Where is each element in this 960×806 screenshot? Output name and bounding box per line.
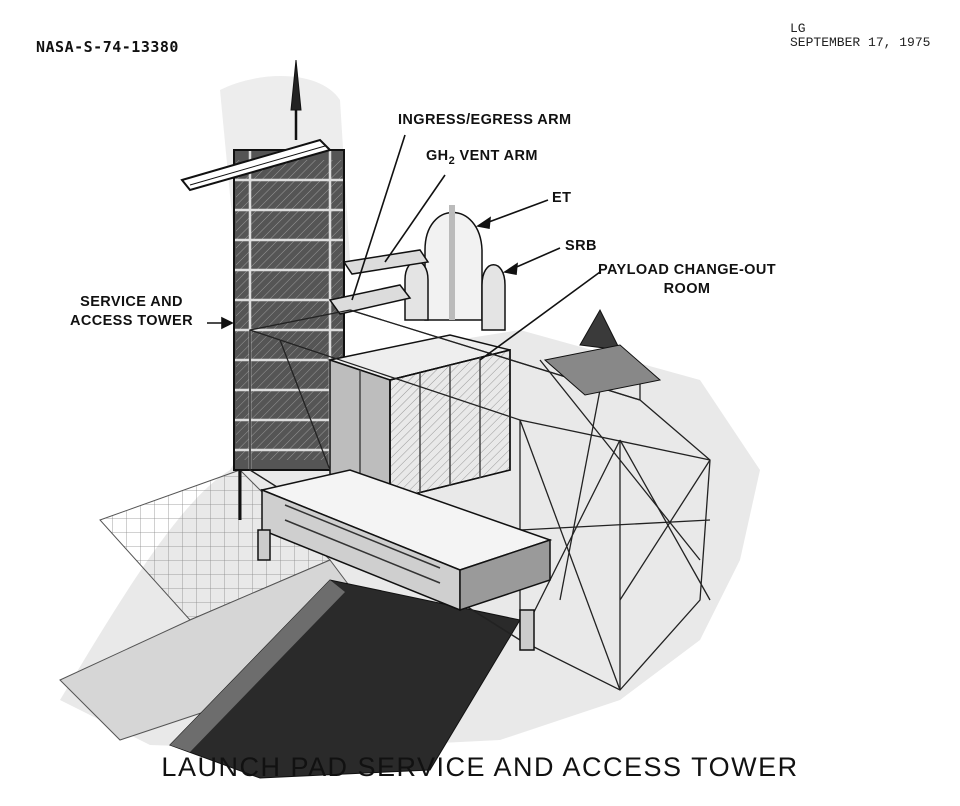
tower-label-line2: ACCESS TOWER (70, 313, 193, 329)
rooftop-structure (543, 344, 662, 396)
mobile-launcher-platform (257, 469, 553, 651)
figure-caption: LAUNCH PAD SERVICE AND ACCESS TOWER (161, 752, 799, 782)
tower-label-line1: SERVICE AND (80, 294, 183, 310)
gh2-prefix: GH (426, 148, 449, 164)
label-ingress-egress-arm: INGRESS/EGRESS ARM (398, 112, 572, 128)
service-tower (180, 59, 345, 520)
payload-label-line2: ROOM (663, 281, 711, 297)
label-payload-changeout-room: PAYLOAD CHANGE-OUT ROOM (598, 261, 776, 299)
payload-changeout-room (327, 334, 511, 502)
leader-ingress-egress (351, 134, 406, 301)
header-date: SEPTEMBER 17, 1975 (790, 35, 931, 50)
payload-label-line1: PAYLOAD CHANGE-OUT (598, 262, 776, 278)
trench-wall (170, 580, 345, 752)
access-arms (328, 249, 430, 315)
header-date-block: LG SEPTEMBER 17, 1975 (790, 22, 930, 50)
header-initials: LG (790, 21, 806, 36)
leader-payload (479, 271, 601, 361)
label-service-access-tower: SERVICE AND ACCESS TOWER (70, 293, 193, 331)
rotating-service-structure (249, 309, 711, 691)
rooftop-vent (579, 308, 621, 351)
document-id: NASA-S-74-13380 (36, 38, 179, 56)
gh2-suffix: VENT ARM (455, 148, 538, 164)
leader-lines (207, 134, 601, 361)
label-gh2-vent-arm: GH2 VENT ARM (426, 148, 538, 167)
leader-gh2-vent (384, 174, 446, 263)
label-et: ET (552, 190, 572, 206)
label-srb: SRB (565, 238, 597, 254)
external-tank-et (424, 205, 483, 321)
gh2-subscript: 2 (448, 154, 456, 167)
